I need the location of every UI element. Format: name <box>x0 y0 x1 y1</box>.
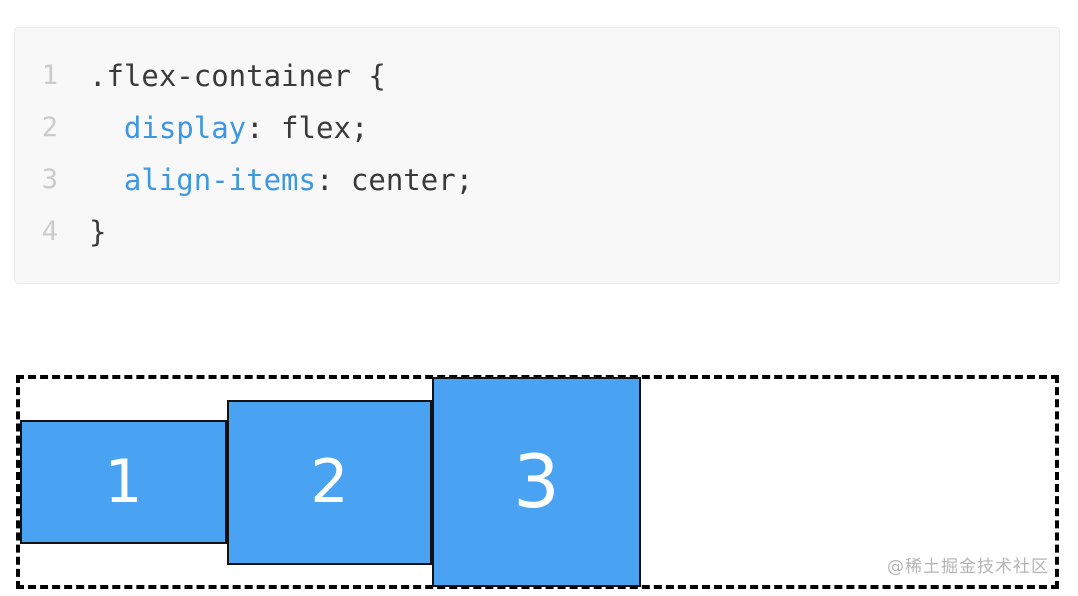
flex-item-label: 3 <box>513 439 560 525</box>
code-token: } <box>89 215 107 249</box>
code-keyword: align-items <box>123 163 316 197</box>
code-block: 1 .flex-container { 2 display: flex; 3 a… <box>14 27 1060 284</box>
flex-item-3: 3 <box>432 377 641 587</box>
code-line: 1 .flex-container { <box>15 50 1059 102</box>
code-token <box>89 111 124 145</box>
code-token: .flex-container { <box>89 59 386 93</box>
code-token <box>89 163 124 197</box>
watermark: @稀土掘金技术社区 <box>887 557 1049 577</box>
flex-item-label: 1 <box>104 447 143 517</box>
flex-item-2: 2 <box>227 399 432 565</box>
flex-demo-container: 1 2 3 @稀土掘金技术社区 <box>16 375 1059 589</box>
code-keyword: display <box>123 111 247 145</box>
flex-item-1: 1 <box>20 420 227 544</box>
code-line: 3 align-items: center; <box>15 154 1059 206</box>
code-text: } <box>89 206 106 258</box>
line-number: 4 <box>41 216 58 247</box>
code-line: 2 display: flex; <box>15 102 1059 154</box>
line-number: 2 <box>41 112 58 143</box>
code-token: : center; <box>315 163 474 197</box>
flex-item-label: 2 <box>310 447 349 517</box>
code-text: display: flex; <box>89 102 368 154</box>
code-text: .flex-container { <box>89 50 386 102</box>
code-token: : flex; <box>246 111 369 145</box>
line-number: 3 <box>41 164 58 195</box>
code-line: 4 } <box>15 206 1059 258</box>
line-number: 1 <box>41 60 58 91</box>
code-text: align-items: center; <box>89 154 473 206</box>
